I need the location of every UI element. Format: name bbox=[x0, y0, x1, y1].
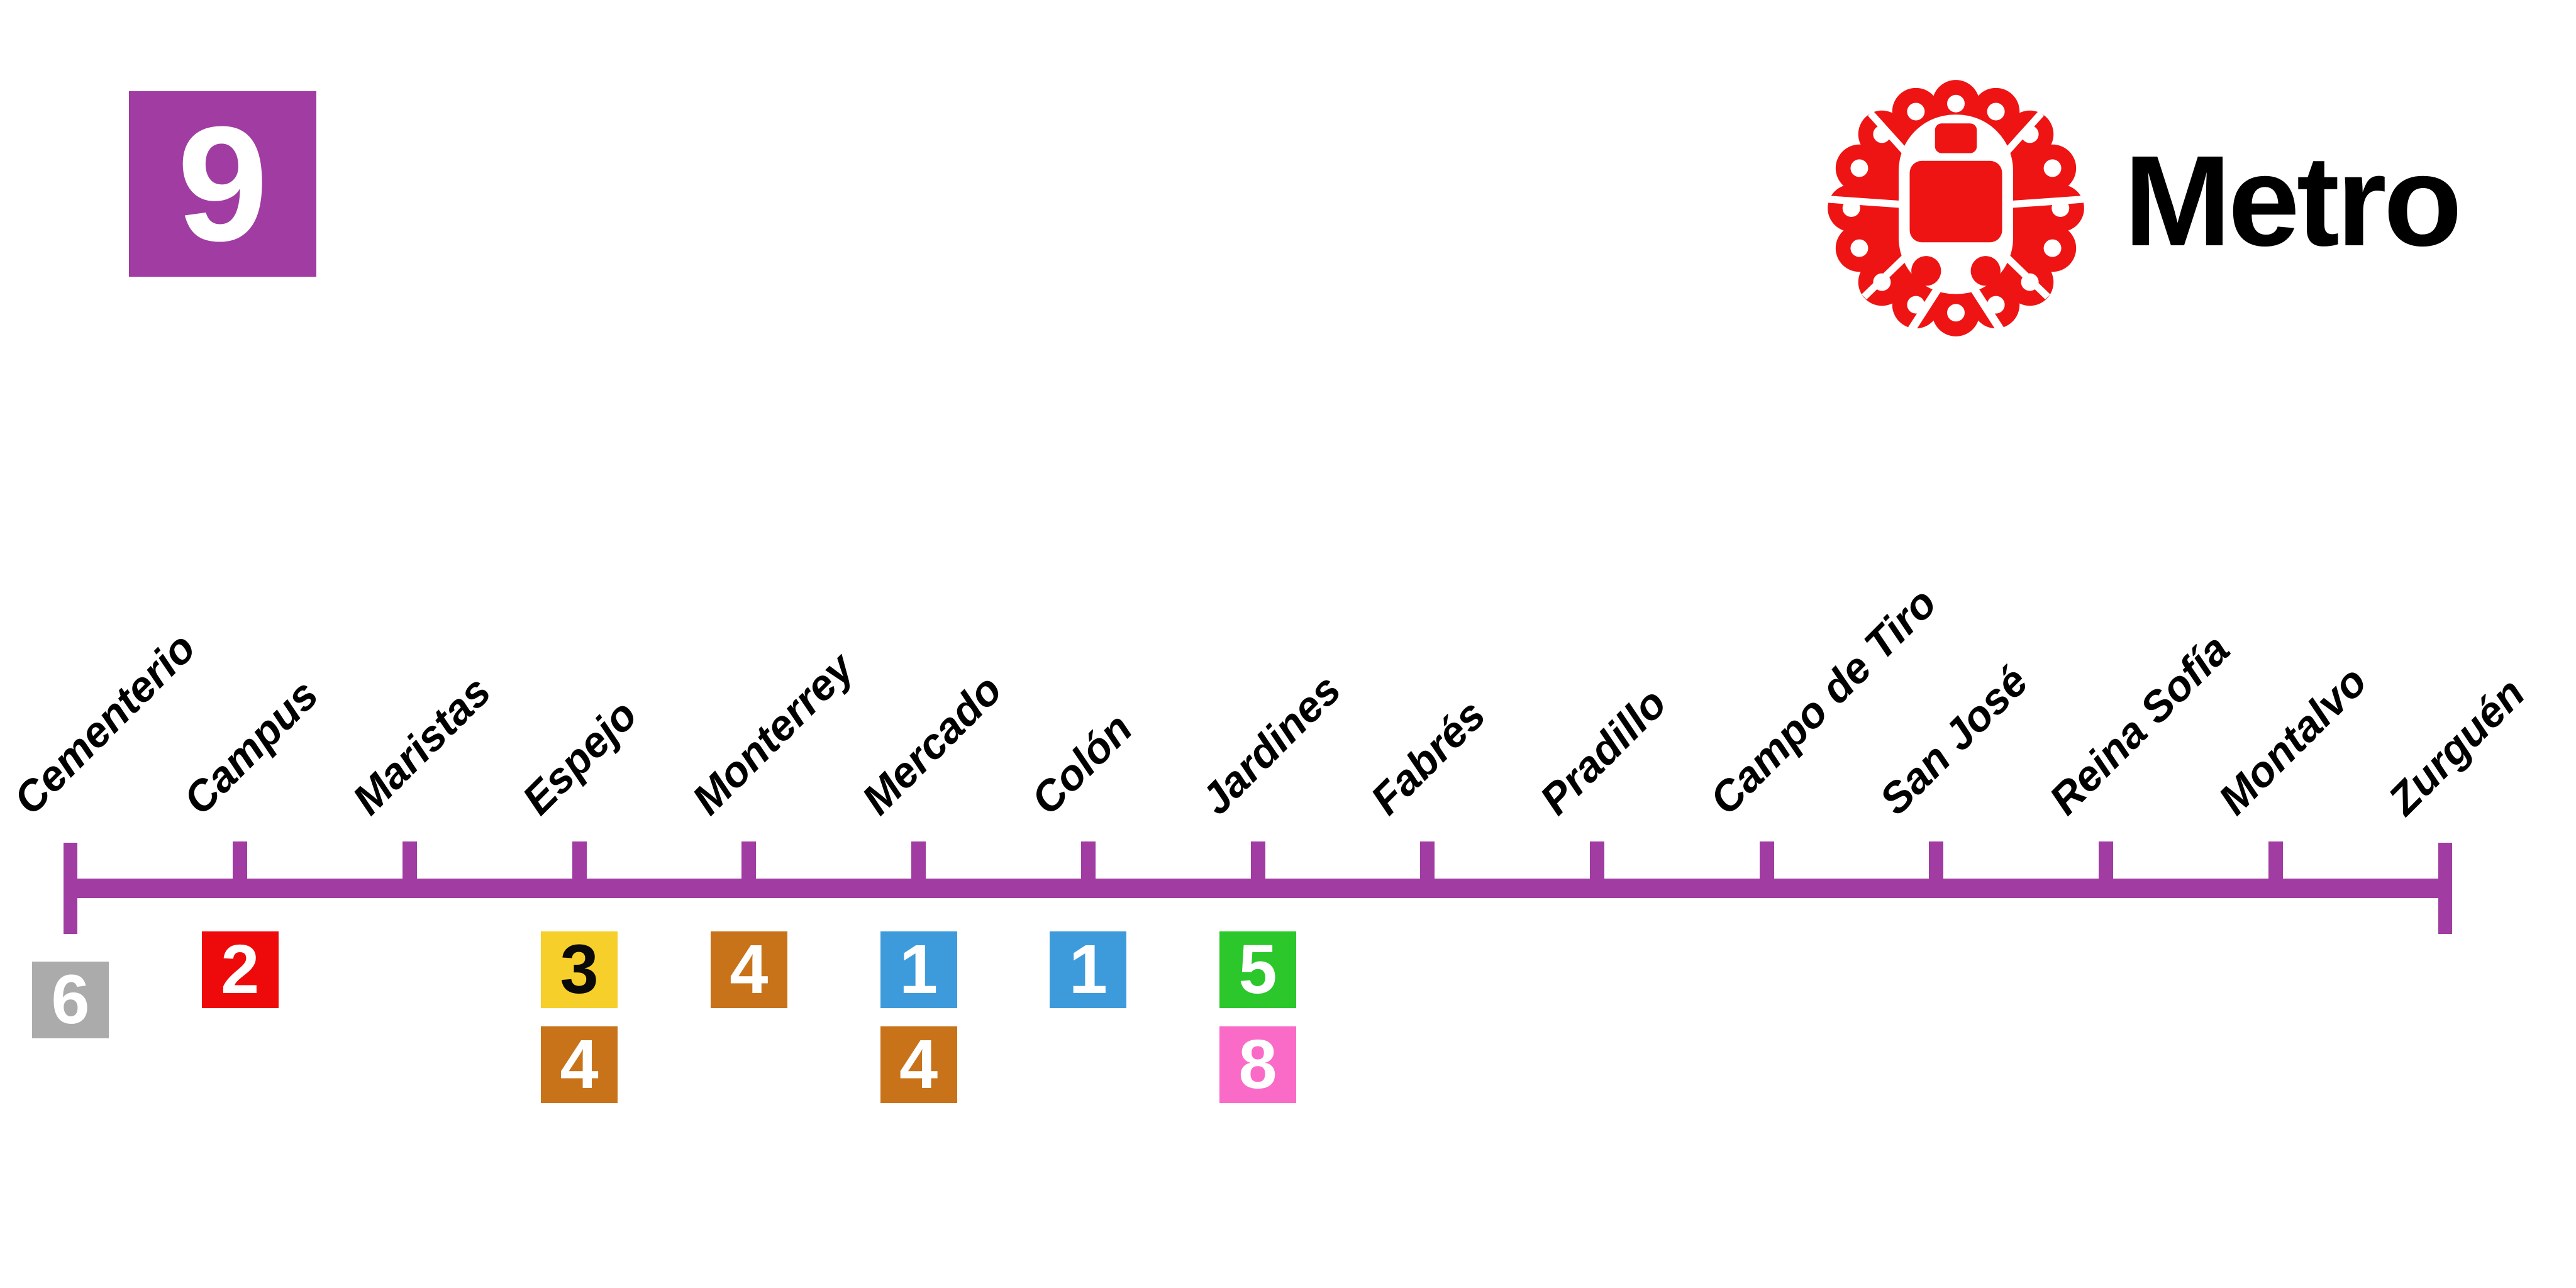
transfer-badge: 1 bbox=[1050, 931, 1127, 1008]
station-tick bbox=[1420, 841, 1435, 898]
station-label: Colón bbox=[1022, 704, 1142, 824]
station-tick bbox=[1759, 841, 1774, 898]
station-tick bbox=[233, 841, 248, 898]
station-tick bbox=[1929, 841, 1944, 898]
station-label: Reina Sofía bbox=[2040, 625, 2239, 824]
station-label: Espejo bbox=[513, 691, 647, 824]
station-label: Cementerio bbox=[4, 623, 205, 824]
station-tick bbox=[402, 841, 417, 898]
station-tick bbox=[741, 841, 757, 898]
station-label: Montalvo bbox=[2209, 657, 2377, 824]
transfer-badge: 6 bbox=[32, 962, 109, 1038]
logo-tracks bbox=[1902, 284, 2009, 340]
station-label: Zurguén bbox=[2379, 669, 2534, 824]
station-tick bbox=[1080, 841, 1096, 898]
transfer-badge: 2 bbox=[201, 931, 279, 1008]
station-label: Jardines bbox=[1192, 665, 1350, 824]
station-tick bbox=[1589, 841, 1604, 898]
brand-name: Metro bbox=[2124, 129, 2462, 273]
transfer-badge: 4 bbox=[710, 931, 787, 1008]
logo-train-details bbox=[1909, 123, 2002, 286]
line-number-badge: 9 bbox=[129, 91, 316, 277]
transfer-badge: 1 bbox=[880, 931, 957, 1008]
station-label: Campus bbox=[174, 670, 328, 824]
transfer-badge: 4 bbox=[541, 1026, 618, 1103]
station-tick bbox=[2099, 841, 2114, 898]
transfer-badge: 3 bbox=[541, 931, 618, 1008]
station-tick bbox=[911, 841, 926, 898]
transfer-badge: 5 bbox=[1219, 931, 1296, 1008]
station-terminal-tick bbox=[64, 843, 77, 934]
metro-logo-icon bbox=[1828, 80, 2084, 340]
station-label: Pradillo bbox=[1531, 679, 1676, 824]
station-tick bbox=[572, 841, 587, 898]
station-tick bbox=[2268, 841, 2283, 898]
station-label: Monterrey bbox=[682, 643, 863, 824]
station-label: Mercado bbox=[852, 665, 1011, 824]
transfer-badge: 4 bbox=[880, 1026, 957, 1103]
station-tick bbox=[1250, 841, 1265, 898]
station-label: Maristas bbox=[343, 667, 501, 824]
station-label: Fabrés bbox=[1361, 691, 1495, 824]
station-label: San José bbox=[1870, 657, 2037, 824]
station-terminal-tick bbox=[2438, 843, 2452, 934]
transfer-badge: 8 bbox=[1219, 1026, 1296, 1103]
